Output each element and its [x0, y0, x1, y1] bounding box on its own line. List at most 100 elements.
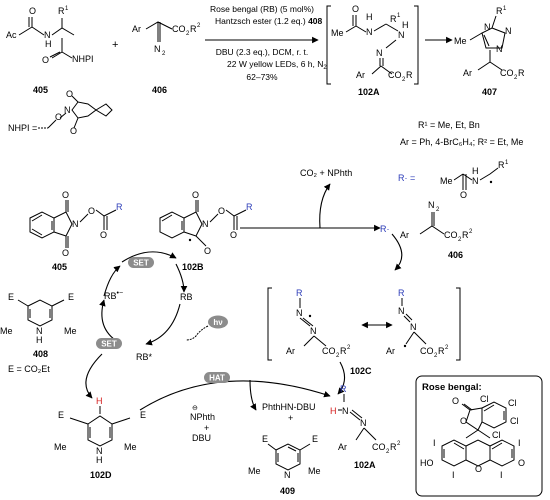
- acetyl-label: Ac: [6, 30, 17, 40]
- svg-text:N: N: [284, 470, 291, 480]
- photocatalytic-cycle: SET SET RB•− RB RB* hν: [96, 251, 228, 362]
- svg-text:N: N: [376, 48, 383, 58]
- svg-text:Me: Me: [454, 36, 467, 46]
- svg-text:CO: CO: [500, 68, 514, 78]
- svg-text:R: R: [398, 288, 405, 298]
- compound-405-mech: O O N O O R 405: [29, 190, 123, 272]
- oxygen-label: O: [29, 6, 36, 16]
- svg-text:SET: SET: [133, 259, 149, 268]
- label-102C: 102C: [350, 366, 372, 376]
- rdot-label: R·: [380, 224, 390, 234]
- svg-text:O: O: [88, 206, 95, 216]
- svg-text:Me: Me: [308, 466, 321, 476]
- set-pill-2: [96, 338, 122, 349]
- svg-text:CO: CO: [444, 230, 458, 240]
- svg-text:E: E: [262, 434, 268, 444]
- label-405: 405: [33, 85, 48, 95]
- svg-text:N: N: [398, 30, 405, 40]
- svg-text:Ar: Ar: [400, 230, 409, 240]
- rb-radical-anion: RB•−: [104, 290, 123, 301]
- svg-text:H: H: [96, 455, 103, 465]
- svg-text:O: O: [452, 396, 459, 406]
- product-407: R 1 N N N Me Ar CO 2 R 407: [454, 6, 525, 97]
- svg-text:O: O: [62, 190, 69, 200]
- rb-ground: RB: [180, 292, 193, 302]
- svg-text:2: 2: [469, 229, 473, 235]
- svg-text:R: R: [406, 70, 413, 80]
- svg-text:2: 2: [434, 353, 438, 359]
- svg-text:2: 2: [436, 207, 440, 213]
- hydrogen-label: H: [45, 39, 52, 49]
- svg-text:2: 2: [445, 345, 449, 351]
- svg-text:HAT: HAT: [209, 374, 225, 383]
- hat-to-102A-arrow: [337, 361, 346, 395]
- svg-text:1: 1: [65, 6, 69, 12]
- svg-text:CO: CO: [172, 24, 186, 34]
- svg-text:2: 2: [402, 77, 406, 83]
- svg-text:H: H: [472, 166, 479, 176]
- svg-text:1: 1: [505, 160, 509, 166]
- svg-text:R: R: [296, 288, 303, 298]
- compound-408: E E Me Me N H 408 E = CO₂Et: [0, 292, 77, 374]
- co2-nphth-text: CO₂ + NPhth: [300, 168, 352, 178]
- rdot-definition-label: R· =: [398, 173, 415, 183]
- svg-text:2: 2: [347, 345, 351, 351]
- svg-text:Ar: Ar: [463, 68, 472, 78]
- svg-text:Me: Me: [64, 326, 77, 336]
- svg-text:1: 1: [397, 13, 401, 19]
- compound-102B: O O N O O R 102B: [159, 190, 253, 272]
- svg-text:Ar: Ar: [338, 442, 347, 452]
- svg-text:N: N: [72, 219, 79, 229]
- svg-text:I: I: [452, 470, 455, 480]
- diazo-label: N: [154, 44, 161, 54]
- condition-yield: 62–73%: [246, 72, 278, 82]
- svg-text:Cl: Cl: [492, 430, 501, 440]
- svg-text:1: 1: [503, 6, 507, 12]
- svg-text:R: R: [116, 202, 123, 212]
- svg-text:R: R: [340, 346, 347, 356]
- svg-text:I: I: [518, 438, 521, 448]
- svg-text:N: N: [202, 219, 209, 229]
- svg-text:O: O: [192, 190, 199, 200]
- svg-text:hν: hν: [213, 318, 223, 327]
- svg-text:⊖: ⊖: [192, 405, 198, 412]
- rose-bengal-box: Rose bengal: Cl Cl Cl Cl O O O I I I I H…: [415, 375, 543, 497]
- ar-definition: Ar = Ph, 4-BrC₆H₄; R² = Et, Me: [400, 137, 523, 147]
- svg-text:Ar: Ar: [356, 70, 365, 80]
- svg-text:H: H: [36, 335, 43, 345]
- svg-text:R: R: [390, 14, 397, 24]
- label-102A-top: 102A: [358, 87, 380, 97]
- hat-pill: [204, 372, 230, 383]
- r1-definition: R¹ = Me, Et, Bn: [418, 120, 480, 130]
- svg-text:N: N: [398, 306, 405, 316]
- set-pill-1: [128, 257, 154, 268]
- oxidation-arrow: [85, 353, 103, 399]
- svg-text:+: +: [204, 423, 209, 433]
- svg-text:N: N: [342, 406, 349, 416]
- svg-text:N: N: [410, 322, 417, 332]
- svg-text:2: 2: [162, 51, 166, 57]
- svg-text:I: I: [433, 438, 436, 448]
- rb-excited: RB*: [136, 352, 153, 362]
- conditions-block: Rose bengal (RB) (5 mol%) Hantzsch ester…: [205, 4, 327, 82]
- svg-text:R: R: [462, 230, 469, 240]
- svg-text:N: N: [484, 22, 491, 32]
- r1-label: R: [58, 6, 65, 16]
- svg-text:N: N: [366, 27, 373, 37]
- label-407: 407: [482, 87, 497, 97]
- svg-text:O: O: [230, 230, 237, 240]
- label-406-mech: 406: [448, 250, 463, 260]
- plus-sign: +: [112, 39, 118, 51]
- svg-text:N: N: [428, 200, 435, 210]
- svg-text:Ar: Ar: [386, 346, 395, 356]
- svg-text:Me: Me: [124, 442, 137, 452]
- svg-text:R: R: [518, 68, 525, 78]
- svg-text:DBU: DBU: [192, 433, 211, 443]
- svg-text:Me: Me: [248, 466, 261, 476]
- svg-text:N: N: [64, 105, 71, 115]
- svg-text:N: N: [36, 326, 43, 336]
- label-102D: 102D: [90, 470, 112, 480]
- svg-text:HO: HO: [420, 458, 434, 468]
- svg-text:2: 2: [514, 75, 518, 81]
